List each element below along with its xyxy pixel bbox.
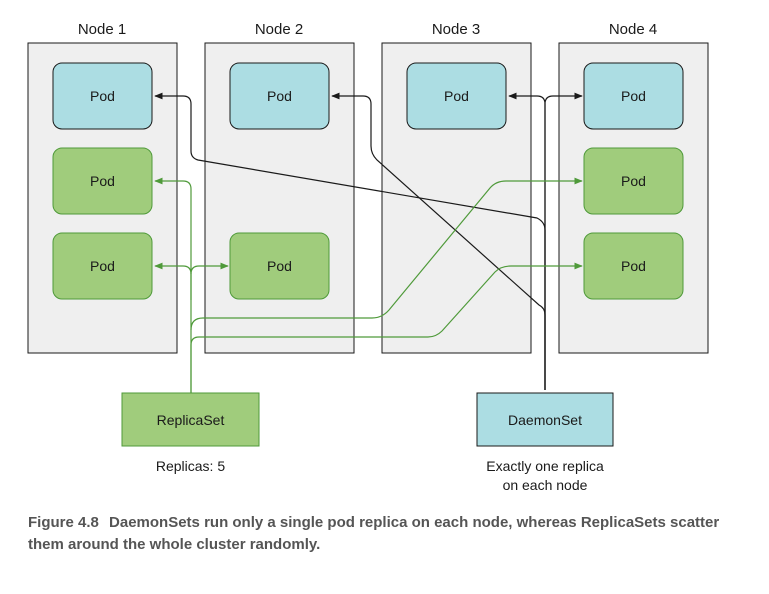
daemonset-connectors — [154, 92, 583, 390]
daemonset-note-line-2: on each node — [503, 477, 588, 493]
pod-label: Pod — [90, 173, 115, 189]
pod-label: Pod — [444, 88, 469, 104]
node-4-replica-pod-b: Pod — [583, 232, 684, 300]
figure-caption-text: DaemonSets run only a single pod replica… — [28, 514, 720, 553]
replicaset-label: ReplicaSet — [157, 412, 225, 428]
daemonset-link-node-4 — [544, 92, 583, 390]
replicaset-connectors — [154, 177, 583, 393]
node-2-replica-pod: Pod — [229, 232, 330, 300]
pod-label: Pod — [621, 173, 646, 189]
node-1-daemon-pod: Pod — [52, 62, 153, 130]
node-2-label: Node 2 — [255, 21, 303, 38]
daemonset-note-line-1: Exactly one replica — [486, 458, 604, 474]
pod-label: Pod — [90, 88, 115, 104]
pod-label: Pod — [621, 258, 646, 274]
replicaset-note: Replicas: 5 — [156, 458, 225, 474]
figure-caption: Figure 4.8 DaemonSets run only a single … — [28, 512, 748, 556]
replicaset-box: ReplicaSet — [121, 392, 260, 447]
node-2-daemon-pod: Pod — [229, 62, 330, 130]
node-1-replica-pod-a: Pod — [52, 147, 153, 215]
daemonset-link-node-2 — [331, 92, 546, 390]
figure-number: Figure 4.8 — [28, 514, 99, 531]
pod-label: Pod — [621, 88, 646, 104]
node-3-label: Node 3 — [432, 21, 480, 38]
daemonset-label: DaemonSet — [508, 412, 582, 428]
node-1-replica-pod-b: Pod — [52, 232, 153, 300]
node-4-daemon-pod: Pod — [583, 62, 684, 130]
node-4-replica-pod-a: Pod — [583, 147, 684, 215]
node-3-daemon-pod: Pod — [406, 62, 507, 130]
replicaset-link-node-2-pod — [190, 262, 229, 275]
pod-label: Pod — [90, 258, 115, 274]
daemonset-link-node-1 — [154, 92, 546, 390]
replicaset-link-node-1-pod-a — [154, 177, 192, 330]
replicaset-link-node-4-pod-b — [190, 262, 583, 393]
node-4-label: Node 4 — [609, 21, 657, 38]
daemonset-box: DaemonSet — [476, 392, 614, 447]
pod-label: Pod — [267, 88, 292, 104]
node-1-label: Node 1 — [78, 21, 126, 38]
replicaset-link-node-4-pod-a — [190, 177, 583, 393]
pod-label: Pod — [267, 258, 292, 274]
